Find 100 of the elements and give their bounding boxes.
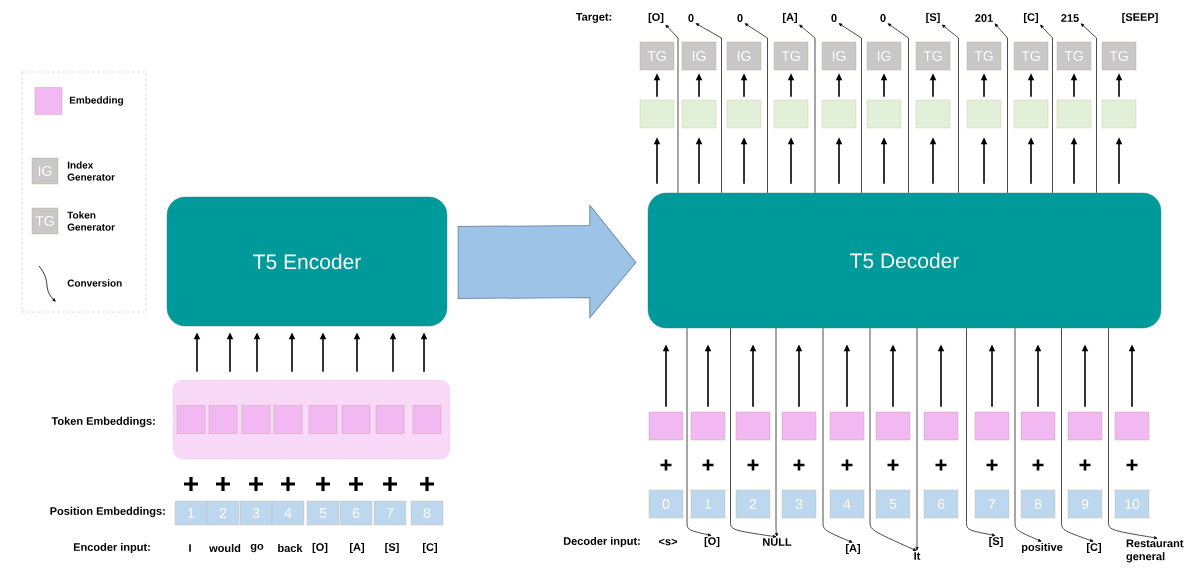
hidden-state-box xyxy=(821,99,857,129)
row-label: Position Embeddings: xyxy=(50,506,165,518)
embedding-square xyxy=(690,411,726,441)
conversion-line xyxy=(799,24,816,194)
position-box: 5 xyxy=(875,489,911,519)
legend-text: Index Generator xyxy=(67,161,115,181)
generator-box: IG xyxy=(681,41,717,71)
target-token: 201 xyxy=(975,14,993,22)
legend-text: Embedding xyxy=(69,96,123,106)
position-box: 7 xyxy=(373,500,407,526)
input-token: <s> xyxy=(659,538,678,546)
conversion-line xyxy=(915,327,919,551)
input-token: positive xyxy=(1021,542,1063,554)
position-box: 2 xyxy=(206,500,240,526)
conversion-line xyxy=(822,327,853,543)
input-token: go xyxy=(250,543,264,553)
conversion-line xyxy=(1040,24,1053,194)
generator-box: TG xyxy=(639,41,675,71)
input-token: It xyxy=(914,552,921,560)
position-box: 1 xyxy=(690,489,726,519)
input-token: I xyxy=(189,544,191,552)
conversion-line xyxy=(869,327,917,551)
row-label: Decoder input: xyxy=(563,536,640,548)
input-token: [A] xyxy=(846,543,860,555)
hidden-state-box xyxy=(726,99,762,129)
generator-box: IG xyxy=(821,41,857,71)
embedding-square xyxy=(648,411,684,441)
position-box: 2 xyxy=(735,489,771,519)
decoder-block: T5 Decoder xyxy=(647,192,1162,329)
target-token: [O] xyxy=(648,12,664,24)
legend-text: Conversion xyxy=(67,279,122,287)
target-token: 215 xyxy=(1061,14,1079,22)
position-box: 8 xyxy=(410,500,444,526)
embedding-square xyxy=(923,411,959,441)
hidden-state-box xyxy=(681,99,717,129)
conversion-line xyxy=(1014,327,1042,542)
position-box: 6 xyxy=(923,489,959,519)
hidden-state-box xyxy=(866,99,902,129)
conversion-line xyxy=(774,327,778,537)
embedding-square xyxy=(829,411,865,441)
position-box: 0 xyxy=(648,489,684,519)
target-token: 0 xyxy=(831,14,837,22)
position-box: 4 xyxy=(829,489,865,519)
hidden-state-box xyxy=(1101,99,1137,129)
target-token: 0 xyxy=(688,14,694,22)
position-box: 9 xyxy=(1067,489,1103,519)
conversion-line xyxy=(1061,327,1094,542)
generator-box: TG xyxy=(1013,41,1049,71)
embedding-square xyxy=(735,411,771,441)
input-token: [O] xyxy=(704,536,720,548)
generator-box: TG xyxy=(1101,41,1137,71)
position-box: 3 xyxy=(239,500,273,526)
hidden-state-box xyxy=(915,99,951,129)
position-box: 10 xyxy=(1114,489,1150,519)
target-token: [A] xyxy=(783,12,797,24)
position-box: 3 xyxy=(781,489,817,519)
target-token: [S] xyxy=(926,12,940,24)
row-label: Token Embeddings: xyxy=(51,416,155,428)
input-token: back xyxy=(278,543,303,553)
embedding-square xyxy=(781,411,817,441)
hidden-state-box xyxy=(1013,99,1049,129)
conversion-line xyxy=(838,23,862,194)
input-token: would xyxy=(209,543,241,553)
conversion-line xyxy=(1080,23,1097,194)
input-token: Restaurant general xyxy=(1126,539,1184,563)
hidden-state-box xyxy=(639,99,675,129)
embedding-square xyxy=(375,405,405,434)
hidden-state-box xyxy=(1056,99,1092,129)
conversion-line xyxy=(686,327,712,537)
embedding-square xyxy=(308,405,338,434)
embedding-square xyxy=(176,405,206,434)
encoder-block: T5 Encoder xyxy=(166,196,448,327)
conversion-line xyxy=(730,327,777,538)
embedding-square xyxy=(875,411,911,441)
conversion-line xyxy=(887,23,909,194)
target-token: [SEEP] xyxy=(1122,12,1158,24)
generator-box: TG xyxy=(966,41,1002,71)
embedding-square xyxy=(273,405,303,434)
position-box: 1 xyxy=(174,500,208,526)
input-token: [S] xyxy=(989,536,1003,548)
input-token: [A] xyxy=(350,542,364,554)
input-token: [C] xyxy=(1087,542,1101,554)
conversion-line xyxy=(665,24,679,194)
position-box: 4 xyxy=(271,500,305,526)
conversion-line xyxy=(966,327,996,537)
input-token: [S] xyxy=(385,542,399,554)
generator-box: IG xyxy=(726,41,762,71)
embedding-square xyxy=(974,411,1010,441)
conversion-line xyxy=(695,23,722,194)
generator-box: TG xyxy=(915,41,951,71)
embedding-square xyxy=(208,405,238,434)
row-label: Encoder input: xyxy=(73,542,150,554)
embedding-square xyxy=(1067,411,1103,441)
target-token: 0 xyxy=(737,14,743,22)
input-token: NULL xyxy=(763,538,792,546)
conversion-line xyxy=(744,23,768,194)
embedding-square xyxy=(1020,411,1056,441)
embedding-square xyxy=(1114,411,1150,441)
generator-box: TG xyxy=(1056,41,1092,71)
position-box: 6 xyxy=(339,500,373,526)
